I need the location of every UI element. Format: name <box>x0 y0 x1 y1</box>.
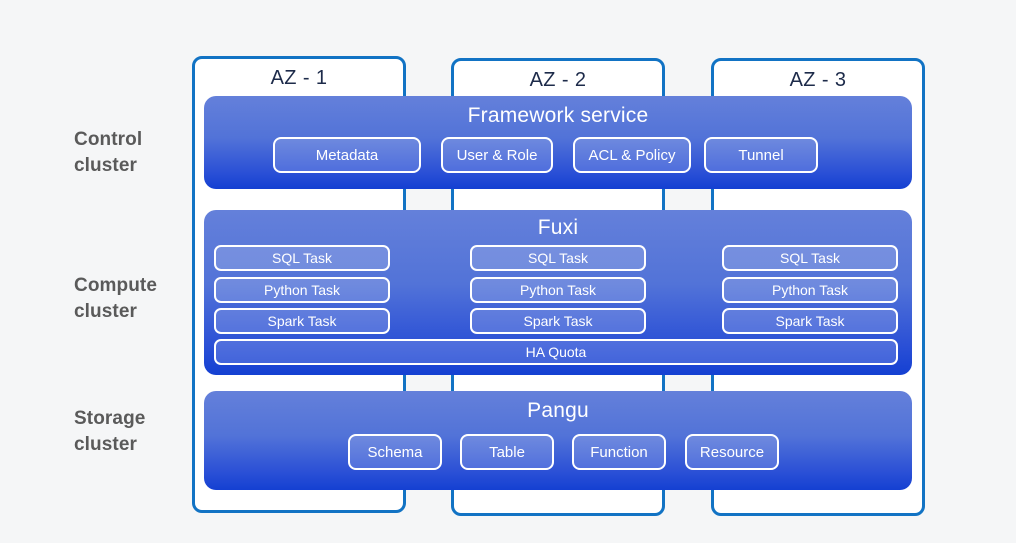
availability-zone-2-title: AZ - 2 <box>529 69 587 91</box>
pill-tunnel[interactable]: Tunnel <box>704 137 818 173</box>
pill-az3-sql-task[interactable]: SQL Task <box>722 245 898 271</box>
pill-az2-python-task[interactable]: Python Task <box>470 277 646 303</box>
pill-az1-spark-task[interactable]: Spark Task <box>214 308 390 334</box>
pangu-band: Pangu Schema Table Function Resource <box>204 391 912 490</box>
pill-user-role[interactable]: User & Role <box>441 137 553 173</box>
row-label-compute-line1: Compute <box>74 275 158 296</box>
row-label-control-line2: cluster <box>74 154 138 176</box>
pill-metadata[interactable]: Metadata <box>273 137 421 173</box>
pill-resource[interactable]: Resource <box>685 434 779 470</box>
row-label-storage-line1: Storage <box>74 408 146 429</box>
row-label-compute-line2: cluster <box>74 300 138 322</box>
pill-az2-sql-task[interactable]: SQL Task <box>470 245 646 271</box>
pill-az2-spark-task[interactable]: Spark Task <box>470 308 646 334</box>
pill-acl-policy[interactable]: ACL & Policy <box>573 137 691 173</box>
framework-service-title: Framework service <box>467 104 649 127</box>
pill-table[interactable]: Table <box>460 434 554 470</box>
pill-ha-quota[interactable]: HA Quota <box>214 339 898 365</box>
row-label-control-cluster: Control cluster <box>74 127 204 178</box>
row-label-storage-cluster: Storage cluster <box>74 406 204 457</box>
pill-schema[interactable]: Schema <box>348 434 442 470</box>
pangu-title: Pangu <box>527 399 589 422</box>
framework-service-band: Framework service Metadata User & Role A… <box>204 96 912 189</box>
pill-az3-python-task[interactable]: Python Task <box>722 277 898 303</box>
pill-az3-spark-task[interactable]: Spark Task <box>722 308 898 334</box>
pill-az1-sql-task[interactable]: SQL Task <box>214 245 390 271</box>
row-label-storage-line2: cluster <box>74 433 138 455</box>
row-label-compute-cluster: Compute cluster <box>74 273 204 324</box>
availability-zone-3-title: AZ - 3 <box>789 69 847 91</box>
availability-zone-1-title: AZ - 1 <box>270 67 328 89</box>
pill-az1-python-task[interactable]: Python Task <box>214 277 390 303</box>
fuxi-band: Fuxi SQL Task Python Task Spark Task SQL… <box>204 210 912 375</box>
fuxi-title: Fuxi <box>537 216 579 239</box>
row-label-control-line1: Control <box>74 129 143 150</box>
pill-function[interactable]: Function <box>572 434 666 470</box>
